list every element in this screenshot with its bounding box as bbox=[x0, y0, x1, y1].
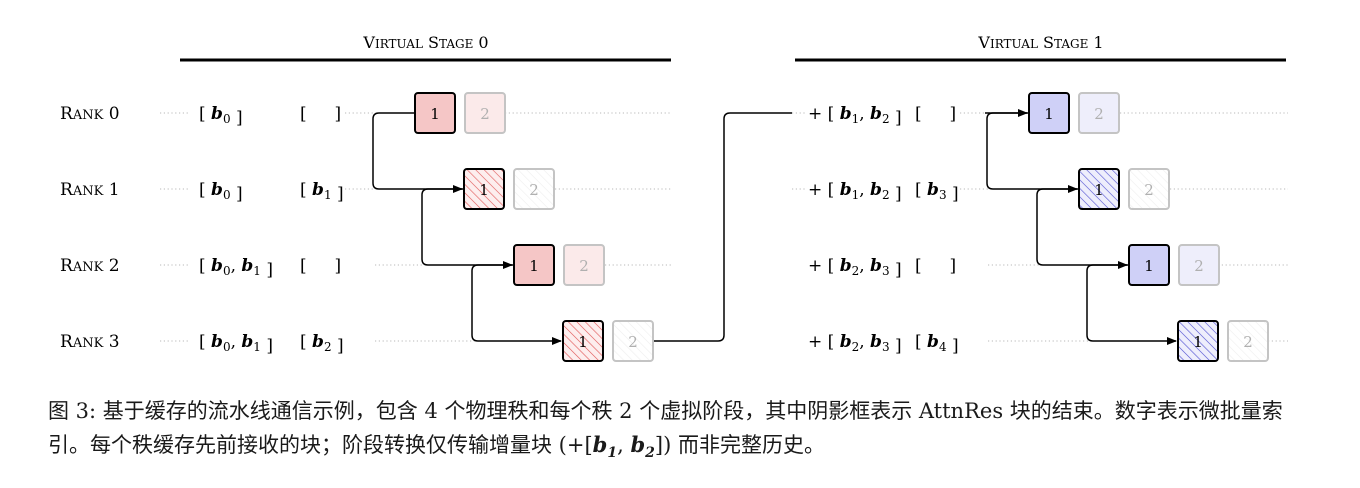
rank-label-2: RANK 2 bbox=[60, 256, 120, 276]
cache-received-s1-r3: + [ b2, b3 ] bbox=[808, 332, 902, 356]
microbatch-box-s0-r0-2-label: 2 bbox=[480, 105, 490, 123]
microbatch-box-s1-r0-1-label: 1 bbox=[1044, 105, 1054, 123]
microbatch-box-s1-r3-2-label: 2 bbox=[1243, 333, 1253, 351]
microbatch-box-s1-r2-1: 1 bbox=[1128, 244, 1170, 286]
rank-label-1: RANK 1 bbox=[60, 180, 120, 200]
microbatch-box-s0-r2-2-label: 2 bbox=[579, 257, 589, 275]
microbatch-box-s0-r0-1-label: 1 bbox=[430, 105, 440, 123]
microbatch-box-s1-r0-1: 1 bbox=[1028, 92, 1070, 134]
stage-header-0: VIRTUAL STAGE 0 bbox=[362, 33, 488, 52]
microbatch-box-s0-r0-2: 2 bbox=[464, 92, 506, 134]
microbatch-box-s1-r1-1: 1 bbox=[1078, 168, 1120, 210]
cache-local-s1-r3: [ b4 ] bbox=[915, 332, 959, 356]
cache-local-s0-r1: [ b1 ] bbox=[300, 180, 344, 204]
cache-received-s0-r1: [ b0 ] bbox=[199, 180, 243, 204]
microbatch-box-s1-r3-1: 1 bbox=[1177, 320, 1219, 362]
microbatch-box-s0-r2-1: 1 bbox=[513, 244, 555, 286]
stage-header-1: VIRTUAL STAGE 1 bbox=[977, 33, 1103, 52]
figure-caption: 图 3: 基于缓存的流水线通信示例，包含 4 个物理秩和每个秩 2 个虚拟阶段，… bbox=[48, 399, 1283, 462]
stage-transition-line bbox=[653, 112, 792, 342]
microbatch-box-s1-r1-2: 2 bbox=[1128, 168, 1170, 210]
rank-label-3: RANK 3 bbox=[60, 332, 120, 352]
microbatch-box-s1-r0-2-label: 2 bbox=[1094, 105, 1104, 123]
microbatch-box-s0-r0-1: 1 bbox=[414, 92, 456, 134]
microbatch-box-s1-r1-1-label: 1 bbox=[1094, 181, 1104, 199]
microbatch-box-s0-r3-2-label: 2 bbox=[628, 333, 638, 351]
rank-label-0: RANK 0 bbox=[60, 104, 120, 124]
caption-suffix: ]) 而非完整历史。 bbox=[654, 433, 825, 457]
microbatch-box-s0-r1-2: 2 bbox=[513, 168, 555, 210]
microbatch-box-s0-r2-1-label: 1 bbox=[529, 257, 539, 275]
cache-local-s0-r3: [ b2 ] bbox=[300, 332, 344, 356]
microbatch-box-s1-r3-2: 2 bbox=[1227, 320, 1269, 362]
cache-local-s1-r1: [ b3 ] bbox=[915, 180, 959, 204]
cache-received-s0-r0: [ b0 ] bbox=[199, 104, 243, 128]
cache-received-s0-r3: [ b0, b1 ] bbox=[199, 332, 273, 356]
microbatch-box-s0-r3-1-label: 1 bbox=[578, 333, 588, 351]
microbatch-box-s1-r3-1-label: 1 bbox=[1193, 333, 1203, 351]
cache-local-s1-r0: [ ] bbox=[915, 104, 956, 124]
caption-b2: b2 bbox=[630, 432, 655, 462]
microbatch-box-s1-r0-2: 2 bbox=[1078, 92, 1120, 134]
microbatch-box-s0-r2-2: 2 bbox=[563, 244, 605, 286]
microbatch-box-s0-r1-1: 1 bbox=[463, 168, 505, 210]
microbatch-box-s1-r2-2: 2 bbox=[1178, 244, 1220, 286]
cache-received-s0-r2: [ b0, b1 ] bbox=[199, 256, 273, 280]
caption-prefix: 图 3: 基于缓存的流水线通信示例，包含 4 个物理秩和每个秩 2 个虚拟阶段，… bbox=[48, 399, 1283, 457]
cache-received-s1-r0: + [ b1, b2 ] bbox=[808, 104, 902, 128]
pipeline-diagram: VIRTUAL STAGE 0 VIRTUAL STAGE 1 RANK 0 RAN… bbox=[60, 33, 1288, 362]
transfer-arrow-s1-r2 bbox=[1086, 264, 1177, 345]
transfer-arrow-s0-r1 bbox=[421, 188, 513, 269]
microbatch-box-s0-r3-2: 2 bbox=[612, 320, 654, 362]
caption-b1: b1 bbox=[592, 432, 618, 462]
cache-received-s1-r2: + [ b2, b3 ] bbox=[808, 256, 902, 280]
transfer-arrow-s0-r2 bbox=[471, 264, 562, 345]
transfer-arrow-s0-r0 bbox=[372, 112, 463, 193]
microbatch-box-s0-r1-2-label: 2 bbox=[529, 181, 539, 199]
microbatch-box-s0-r3-1: 1 bbox=[562, 320, 604, 362]
microbatch-box-s0-r1-1-label: 1 bbox=[479, 181, 489, 199]
cache-received-s1-r1: + [ b1, b2 ] bbox=[808, 180, 902, 204]
transfer-arrow-s1-r1 bbox=[1036, 188, 1128, 269]
cache-local-s0-r0: [ ] bbox=[300, 104, 341, 124]
microbatch-box-s1-r1-2-label: 2 bbox=[1144, 181, 1154, 199]
microbatch-box-s1-r2-2-label: 2 bbox=[1194, 257, 1204, 275]
cache-local-s1-r2: [ ] bbox=[915, 256, 956, 276]
cache-local-s0-r2: [ ] bbox=[300, 256, 341, 276]
microbatch-box-s1-r2-1-label: 1 bbox=[1144, 257, 1154, 275]
